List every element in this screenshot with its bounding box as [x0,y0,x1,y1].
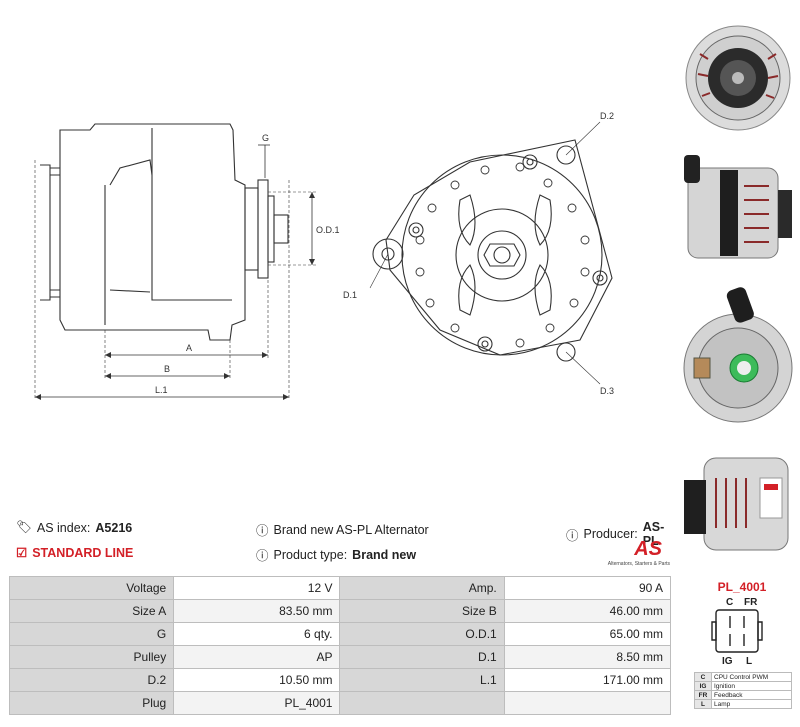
standard-line-label: STANDARD LINE [32,545,134,560]
spec-value: 12 V [173,576,341,600]
drawing-svg: G O.D.1 A B L.1 D.1 D.2 D.3 [34,111,614,400]
standard-line: ☑ STANDARD LINE [16,545,134,561]
legend-desc: Ignition [711,681,792,691]
label-g: G [262,133,269,143]
spec-label: Size B [339,599,505,623]
legend-key: C [694,672,712,682]
spec-label: Pulley [8,645,175,669]
front-view [369,121,613,385]
pulley-rib [257,179,269,279]
legend-key: L [694,699,712,709]
technical-drawing: G O.D.1 A B L.1 D.1 D.2 D.3 [34,111,614,400]
producer: ⓘ Producer: AS-PL [566,520,680,548]
spec-label: Voltage [8,576,175,600]
logo-text: AS [634,538,662,560]
legend-desc: Feedback [711,690,792,700]
legend-desc: CPU Control PWM [711,672,792,682]
producer-value: AS-PL [642,520,665,548]
spec-value: AP [173,645,341,669]
as-index: 🏷 AS index: A5216 [16,520,132,535]
spec-value: 46.00 mm [503,599,672,623]
as-pl-logo: AS Alternators, Starters & Parts [600,536,670,572]
label-d3: D.3 [600,386,614,396]
legend-desc: Lamp [711,699,792,709]
pin-fr-label: FR [744,597,758,608]
as-index-value: A5216 [95,520,133,535]
info-icon: ⓘ [566,528,579,543]
spec-value: 65.00 mm [503,622,672,646]
spec-value: PL_4001 [173,691,341,715]
housing-seam [151,128,232,301]
spec-label: D.2 [8,668,175,692]
plug-title: PL_4001 [717,580,767,594]
pin-ig-label: IG [722,656,733,667]
spec-label: Size A [8,599,175,623]
housing-outline [59,123,246,341]
spec-label: Plug [8,691,175,715]
spec-value: 171.00 mm [503,668,672,692]
hole-d3 [556,342,576,362]
spec-label: L.1 [339,668,505,692]
spec-label: O.D.1 [339,622,505,646]
producer-label: Producer: [583,527,638,541]
spec-label: Amp. [339,576,505,600]
hole-d2 [556,145,576,165]
description: ⓘ Brand new AS-PL Alternator [256,520,429,539]
shaft [273,214,289,244]
tag-icon: 🏷 [16,520,32,534]
front-flange [385,139,613,356]
pin-l-label: L [746,656,752,667]
label-a: A [186,343,192,353]
product-type-value: Brand new [352,547,417,562]
info-icon: ⓘ [256,549,269,563]
plug-connector: C FR IG L [711,597,763,667]
product-photos [676,0,800,560]
product-info: 🏷 AS index: A5216 ☑ STANDARD LINE ⓘ Bran… [0,512,680,572]
as-index-label: AS index: [36,520,91,535]
spec-value: 10.50 mm [173,668,341,692]
spec-value: 90 A [503,576,672,600]
photo-side [684,155,792,259]
info-icon: ⓘ [256,524,269,538]
checkbox-icon: ☑ [16,546,28,560]
spec-value: 8.50 mm [503,645,672,669]
pin-c-label: C [726,597,733,608]
legend-key: FR [694,690,712,700]
product-type: ⓘ Product type: Brand new [256,545,416,564]
product-type-label: Product type: [273,547,348,562]
legend-key: IG [694,681,712,691]
spec-value: 83.50 mm [173,599,341,623]
spec-label: D.1 [339,645,505,669]
photo-angle [684,457,789,551]
spec-value: 6 qty. [173,622,341,646]
label-d1: D.1 [343,290,357,300]
logo-subtitle: Alternators, Starters & Parts [607,561,670,567]
label-od1: O.D.1 [316,225,340,235]
hole-d1 [372,238,404,270]
description-text: Brand new AS-PL Alternator [273,522,429,537]
spec-label: G [8,622,175,646]
label-b: B [164,364,170,374]
label-d2: D.2 [600,111,614,121]
label-l1: L.1 [155,385,168,395]
photo-front [685,25,791,131]
spec-value [503,691,672,715]
photo-rear [683,287,793,423]
spec-label [339,691,505,715]
